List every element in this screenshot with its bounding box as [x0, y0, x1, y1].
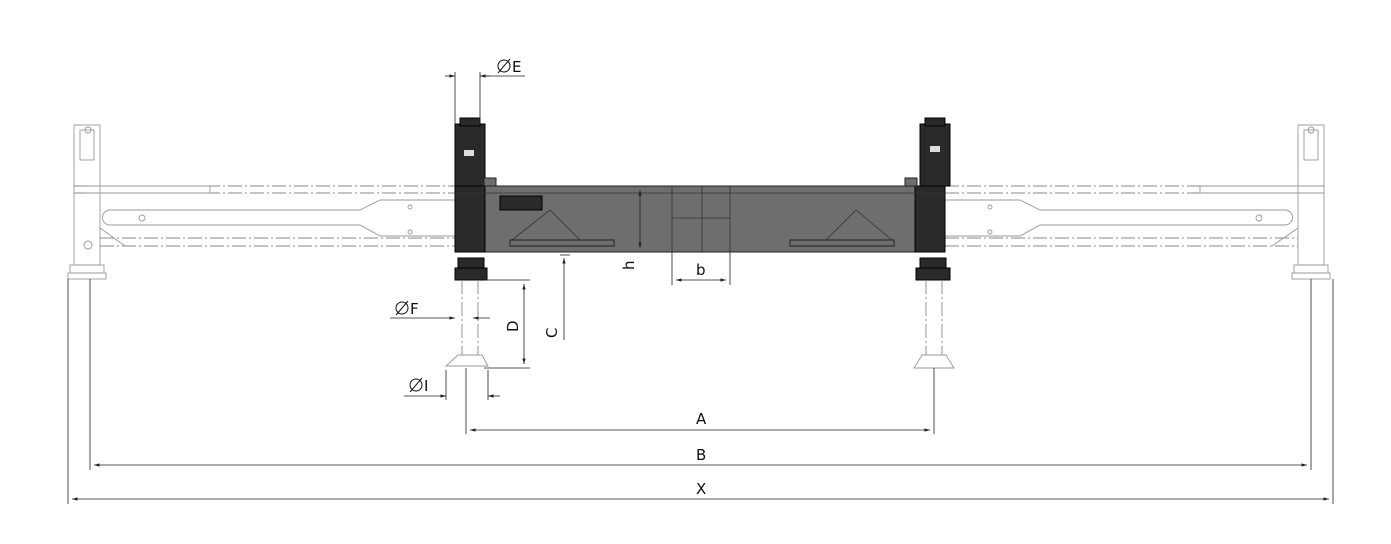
dimension-label-i: I — [424, 377, 428, 395]
dimension-labels: E F I D C h b A B X — [395, 58, 707, 498]
diameter-icon — [497, 58, 511, 74]
dimension-label-d: D — [504, 320, 522, 332]
dimension-label-x: X — [696, 480, 706, 498]
dimension-label-e: E — [512, 58, 521, 76]
diameter-icon — [409, 377, 423, 393]
dimension-label-a: A — [696, 410, 707, 428]
support-legs-ghost — [444, 280, 955, 369]
dimension-label-b-total: B — [696, 446, 706, 464]
diameter-icon — [395, 300, 409, 316]
right-motor — [919, 123, 951, 187]
dimension-label-h: h — [620, 260, 638, 270]
dimension-lines — [67, 72, 1334, 504]
machine-body — [454, 117, 951, 281]
dimension-label-b: b — [696, 261, 706, 279]
dimension-label-f: F — [410, 300, 419, 318]
extended-beams-ghost — [67, 124, 1331, 280]
dimension-label-c: C — [543, 328, 561, 338]
